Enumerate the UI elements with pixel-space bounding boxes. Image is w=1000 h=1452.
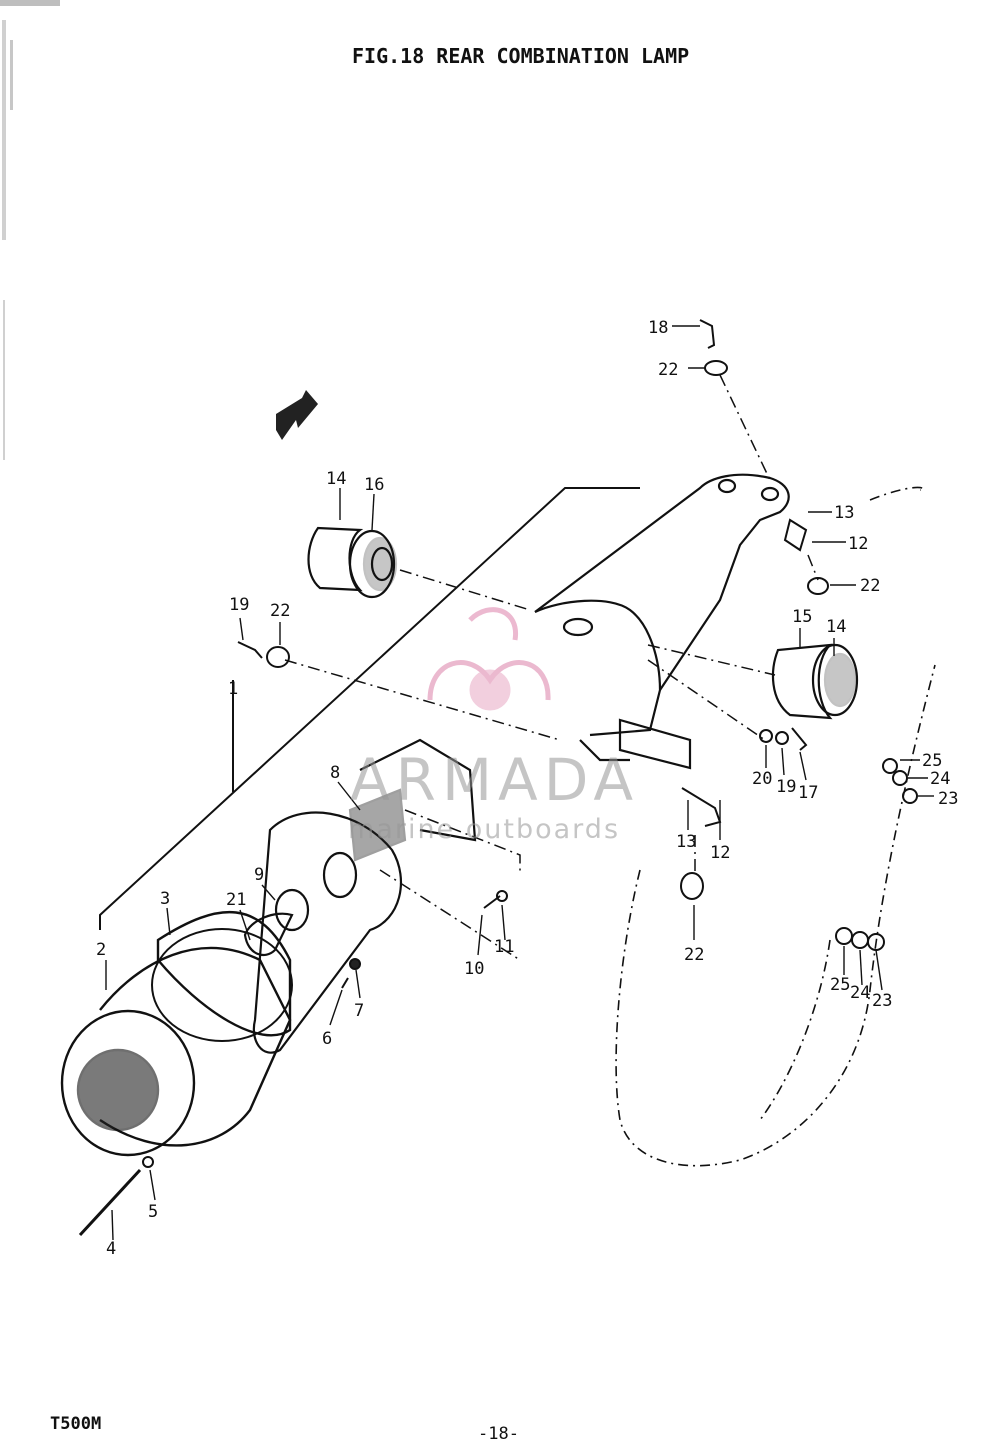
lens-gasket	[151, 928, 293, 1042]
callout-6: 6	[322, 1029, 332, 1049]
model-code: T500M	[50, 1414, 102, 1434]
callout-13-top: 13	[834, 503, 854, 523]
rear-fender-outline	[615, 486, 936, 1167]
callout-leaders	[105, 325, 934, 1241]
bulb-socket	[243, 738, 477, 957]
callout-21-left: 19	[229, 595, 249, 615]
callout-24-bottom: 24	[850, 983, 870, 1003]
callout-22-top: 22	[658, 360, 678, 380]
callout-8: 8	[330, 763, 340, 783]
callout-21-top: 18	[648, 318, 668, 338]
callout-4: 4	[106, 1239, 116, 1259]
reflector-right	[772, 643, 859, 720]
front-arrow-icon	[276, 390, 318, 440]
callout-15: 15	[792, 607, 812, 627]
page-number: -18-	[478, 1424, 519, 1444]
callout-22-left: 22	[270, 601, 290, 621]
callout-23-top: 23	[938, 789, 958, 809]
callout-25-bottom: 25	[830, 975, 850, 995]
watermark-emblem	[427, 607, 551, 711]
callout-5: 5	[148, 1202, 158, 1222]
hardware	[78, 319, 918, 1237]
callout-10: 10	[464, 959, 484, 979]
callout-14-left: 14	[326, 469, 346, 489]
callout-17: 17	[798, 783, 818, 803]
callout-9: 9	[254, 865, 264, 885]
base-plate	[252, 811, 403, 1054]
callout-14-right: 14	[826, 617, 846, 637]
callout-labels: 18 22 14 16 13 12 22 19 22 15 14 1 8 20 …	[96, 318, 958, 1259]
callout-19: 20	[752, 769, 772, 789]
callout-22-right: 22	[860, 576, 880, 596]
callout-3: 3	[160, 889, 170, 909]
callout-22-bottom: 22	[684, 945, 704, 965]
figure-title: FIG.18 REAR COMBINATION LAMP	[352, 44, 690, 68]
lamp-housing	[60, 910, 292, 1157]
callout-25-top: 25	[922, 751, 942, 771]
callout-2: 2	[96, 940, 106, 960]
assembly-bracket-line	[99, 487, 640, 930]
callout-12-bottom: 12	[710, 843, 730, 863]
callout-13-bottom: 13	[676, 832, 696, 852]
callout-7: 7	[354, 1001, 364, 1021]
reflector-left	[307, 526, 398, 599]
callout-24-top: 24	[930, 769, 950, 789]
callout-20: 21	[226, 890, 246, 910]
assembly-axes	[284, 374, 819, 961]
callout-11: 11	[494, 937, 514, 957]
callout-12-top: 12	[848, 534, 868, 554]
callout-16: 16	[364, 475, 384, 495]
callout-23-bottom: 23	[872, 991, 892, 1011]
watermark-sub: marine outboards	[348, 814, 621, 845]
callout-18: 19	[776, 777, 796, 797]
scan-noise	[0, 0, 60, 460]
lamp-bracket	[534, 473, 790, 770]
watermark-main: ARMADA	[350, 746, 640, 814]
callout-1: 1	[228, 679, 238, 699]
